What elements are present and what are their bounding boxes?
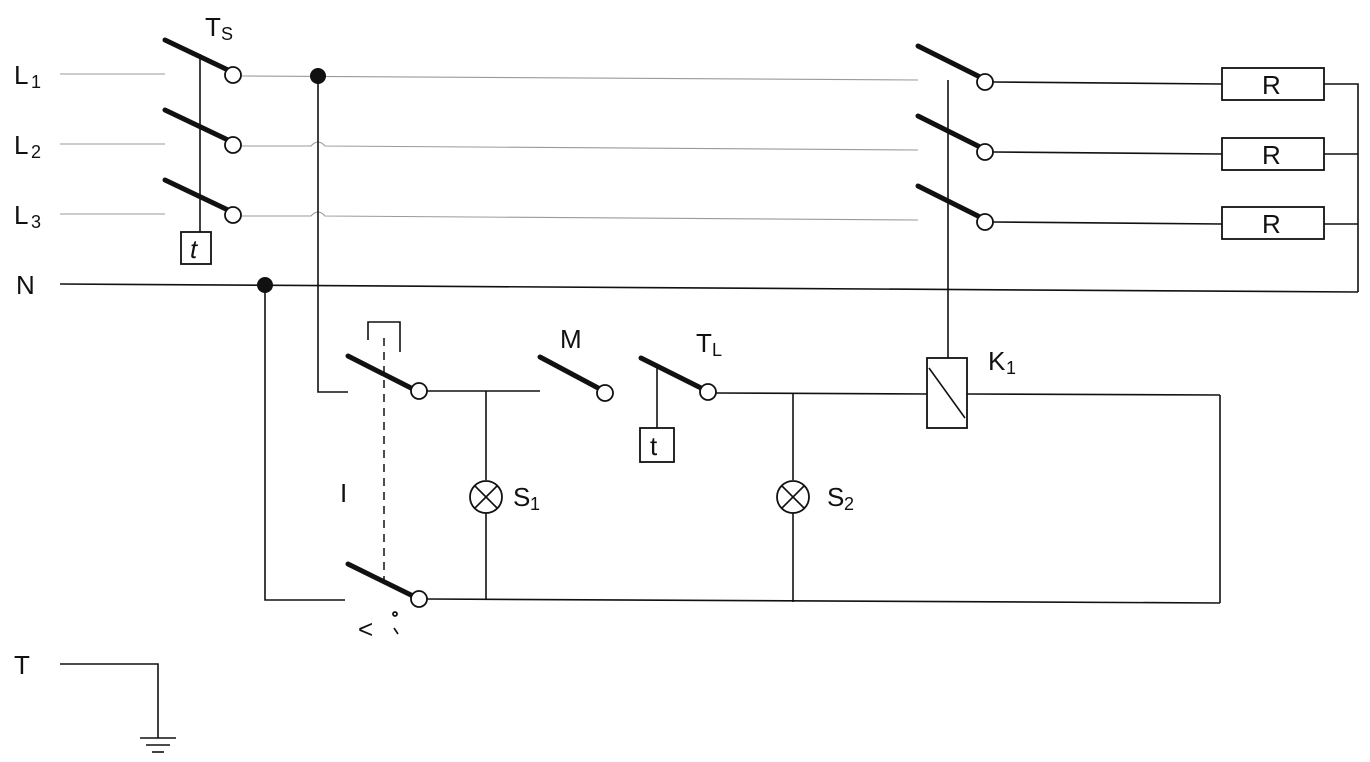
s1-cross-b: [474, 485, 498, 509]
k1-contact-2: [976, 143, 994, 161]
tl-blade: [638, 355, 706, 392]
earth-ground: [60, 663, 176, 753]
ts-contact-1: [224, 66, 242, 84]
tl-label: T: [696, 328, 712, 358]
ts-contact-2: [224, 136, 242, 154]
resistor-r2: R: [1221, 137, 1325, 171]
k1-main-contacts: [915, 43, 994, 231]
i-blade-bottom: [345, 561, 416, 599]
i-blade-top: [345, 353, 416, 392]
m-blade: [537, 354, 603, 392]
i-contact-top: [410, 382, 428, 400]
r3-feed-wire: [992, 221, 1223, 225]
power-lines: [59, 73, 1359, 293]
ts-label: T: [205, 12, 221, 42]
i-small-mark-1: [392, 611, 398, 617]
l1-sub-label: 1: [31, 72, 41, 92]
s2-cross-b: [781, 485, 805, 509]
tl-timer-label: t: [650, 431, 658, 461]
lamp-s1: S 1: [469, 391, 540, 600]
ts-timer-label: t: [190, 234, 199, 264]
tl-timer-box: [639, 427, 675, 463]
main-switch-i: I <: [340, 321, 428, 644]
r1-label: R: [1262, 70, 1281, 100]
k1-blade-1: [915, 43, 983, 80]
control-rail-b: [715, 392, 928, 395]
return-rail: [426, 598, 1221, 604]
k1-coil-diagonal: [928, 367, 966, 419]
tl-contact: [699, 383, 717, 401]
s1-label: S: [513, 482, 530, 512]
k1-contact-3: [976, 213, 994, 231]
ts-timer-box: [180, 231, 212, 265]
resistor-r1: R: [1221, 67, 1325, 101]
s2-label: S: [827, 482, 844, 512]
contactor-k1: K 1: [926, 80, 1016, 429]
l2-sub-label: 2: [31, 142, 41, 162]
l3-sub-label: 3: [31, 212, 41, 232]
k1-sub-label: 1: [1006, 358, 1016, 378]
l2-bus-wire: [242, 141, 919, 151]
m-contact: [596, 384, 614, 402]
thermostat-tl: t T L: [638, 328, 722, 463]
r2-box: [1221, 137, 1325, 171]
l3-bus-wire: [242, 211, 919, 221]
r2-label: R: [1262, 140, 1281, 170]
k1-contact-1: [976, 73, 994, 91]
k1-label: K: [988, 346, 1006, 376]
resistor-r3: R: [1221, 206, 1325, 240]
r1-box: [1221, 67, 1325, 101]
v-mark-label: <: [358, 614, 373, 644]
star-point-wire: [1324, 83, 1359, 292]
r2-feed-wire: [992, 151, 1223, 155]
ts-switch: t T S: [162, 12, 242, 265]
s1-sub-label: 1: [530, 494, 540, 514]
l1-bus-wire: [241, 75, 919, 81]
neutral-wire: [59, 283, 1359, 293]
m-label: M: [560, 324, 582, 354]
l3-label: L: [14, 200, 28, 230]
control-feed-wire: [317, 76, 348, 393]
r1-feed-wire: [992, 81, 1223, 85]
n-label: N: [16, 270, 35, 300]
k1-blade-3: [915, 183, 983, 220]
ts-contact-3: [224, 206, 242, 224]
i-label: I: [340, 478, 347, 508]
i-push-knob: [367, 321, 401, 352]
l1-label: L: [14, 60, 28, 90]
r3-box: [1221, 206, 1325, 240]
ts-blade-2: [162, 107, 231, 143]
switch-m: M: [537, 324, 614, 402]
t-earth-label: T: [14, 650, 30, 680]
neutral-return-wire: [264, 285, 345, 601]
tl-sub-label: L: [712, 340, 722, 360]
i-small-mark-2: [393, 627, 399, 635]
control-rail-c: [966, 393, 1221, 396]
lamp-s2: S 2: [776, 394, 854, 602]
ts-sub-label: S: [221, 24, 233, 44]
ts-blade-3: [162, 177, 231, 213]
ts-blade-1: [162, 37, 231, 73]
earth-wire: [60, 663, 159, 738]
s2-sub-label: 2: [844, 494, 854, 514]
r3-label: R: [1262, 209, 1281, 239]
l2-label: L: [14, 130, 28, 160]
k1-blade-2: [915, 113, 983, 150]
i-contact-bottom: [410, 590, 428, 608]
